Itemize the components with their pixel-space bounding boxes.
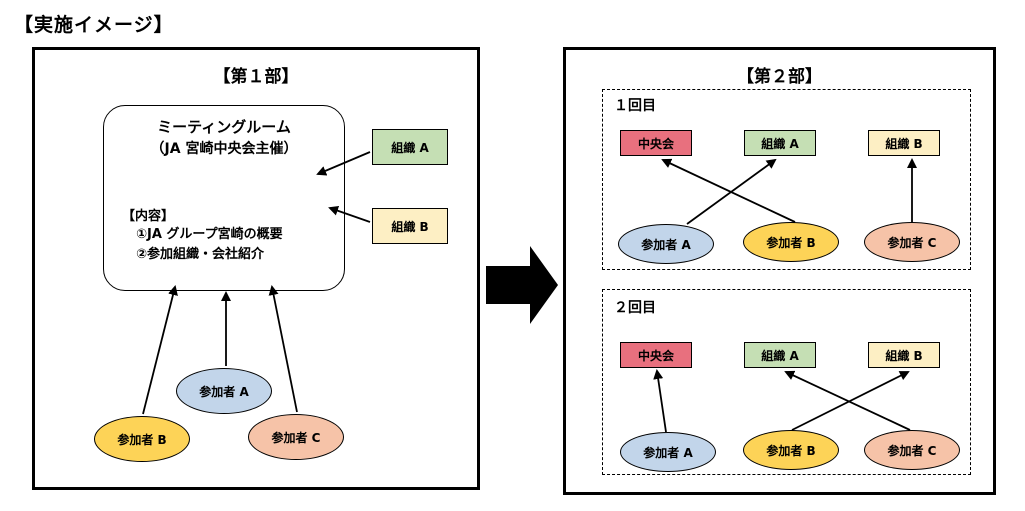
part1-org-a: 組織 A bbox=[372, 129, 448, 165]
part1-participant-b: 参加者 B bbox=[94, 416, 190, 462]
arrow-org-b-to-room bbox=[328, 205, 371, 223]
meeting-room-box bbox=[103, 105, 345, 291]
round1-box bbox=[602, 89, 971, 270]
part1-title: 【第１部】 bbox=[213, 67, 299, 87]
round2-chuokai: 中央会 bbox=[620, 342, 692, 368]
part1-org-b: 組織 B bbox=[372, 208, 448, 244]
part1-participant-a: 参加者 A bbox=[176, 368, 272, 414]
transition-arrow bbox=[486, 246, 558, 324]
round2-org-a: 組織 A bbox=[744, 342, 816, 368]
content-heading: 【内容】 bbox=[122, 209, 175, 224]
part2-title: 【第２部】 bbox=[737, 67, 822, 87]
round1-participant-b: 参加者 B bbox=[743, 222, 839, 262]
arrow-org-a-to-room bbox=[316, 151, 371, 176]
meeting-room-title: ミーティングルーム bbox=[157, 118, 291, 136]
round1-label: １回目 bbox=[614, 98, 656, 114]
round2-label: ２回目 bbox=[614, 300, 656, 316]
round1-participant-a: 参加者 A bbox=[618, 224, 714, 264]
part2-panel bbox=[563, 47, 996, 495]
part1-participant-c: 参加者 C bbox=[248, 414, 344, 460]
page-title: 【実施イメージ】 bbox=[14, 14, 174, 36]
round1-chuokai: 中央会 bbox=[620, 130, 692, 156]
round1-org-b: 組織 B bbox=[868, 130, 940, 156]
round1-org-a: 組織 A bbox=[744, 130, 816, 156]
arrow-r2-participant-a-to-chuokai bbox=[653, 369, 667, 433]
round2-participant-a: 参加者 A bbox=[620, 432, 716, 472]
meeting-room-subtitle: （JA 宮崎中央会主催） bbox=[150, 141, 298, 157]
round2-participant-c: 参加者 C bbox=[864, 430, 960, 470]
round2-participant-b: 参加者 B bbox=[743, 430, 839, 470]
arrow-r2-participant-c-to-org-a bbox=[784, 370, 911, 431]
arrow-r1-participant-b-to-chuokai bbox=[661, 158, 796, 223]
content-item-1: ①JA グループ宮崎の概要 bbox=[136, 227, 283, 242]
arrow-p1-participant-c bbox=[268, 285, 298, 413]
round2-box bbox=[602, 289, 971, 475]
content-item-2: ②参加組織・会社紹介 bbox=[136, 247, 265, 262]
round1-participant-c: 参加者 C bbox=[864, 222, 960, 262]
round2-org-b: 組織 B bbox=[868, 342, 940, 368]
arrow-p1-participant-b bbox=[142, 285, 178, 415]
